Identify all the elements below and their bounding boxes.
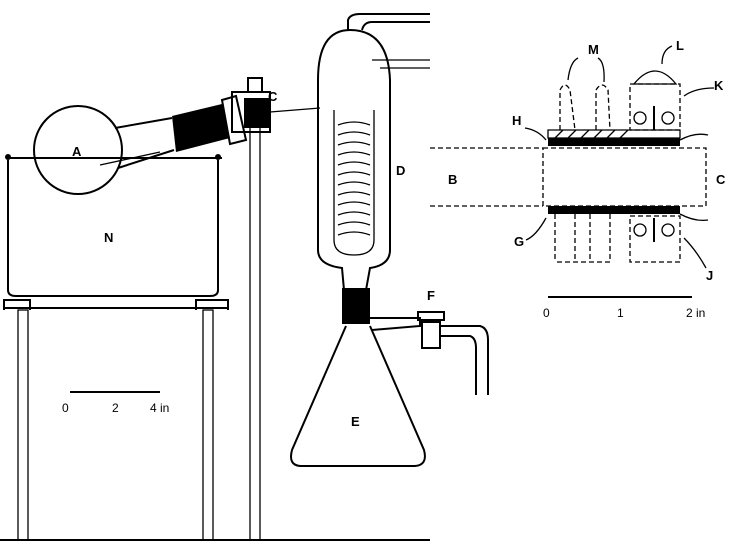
label-m: M bbox=[588, 42, 599, 57]
label-j: J bbox=[706, 268, 713, 283]
scale-right-2in: 2 in bbox=[686, 306, 705, 320]
label-a: A bbox=[72, 144, 82, 159]
scale-left-0: 0 bbox=[62, 401, 69, 415]
scale-right-1: 1 bbox=[617, 306, 624, 320]
label-b-detail: B bbox=[448, 172, 457, 187]
label-e: E bbox=[351, 414, 360, 429]
label-d: D bbox=[396, 163, 405, 178]
scale-left-2: 2 bbox=[112, 401, 119, 415]
support-rod bbox=[249, 111, 261, 541]
label-c: C bbox=[268, 89, 278, 104]
receiving-flask bbox=[290, 288, 489, 467]
leader-lines bbox=[524, 45, 715, 269]
label-b: B bbox=[176, 125, 185, 140]
evaporating-flask bbox=[33, 105, 175, 195]
ground-joint bbox=[172, 94, 248, 152]
water-bath bbox=[5, 154, 222, 297]
label-c-detail: C bbox=[716, 172, 726, 187]
bearing-detail bbox=[430, 70, 709, 263]
rotary-coupling bbox=[231, 77, 321, 133]
label-k: K bbox=[714, 78, 724, 93]
label-h: H bbox=[512, 113, 521, 128]
label-f: F bbox=[427, 288, 435, 303]
scale-right-0: 0 bbox=[543, 306, 550, 320]
label-l: L bbox=[676, 38, 684, 53]
scale-left-4in: 4 in bbox=[150, 401, 169, 415]
bath-stand bbox=[0, 299, 430, 541]
condenser bbox=[317, 13, 430, 291]
label-n: N bbox=[104, 230, 113, 245]
label-g: G bbox=[514, 234, 524, 249]
